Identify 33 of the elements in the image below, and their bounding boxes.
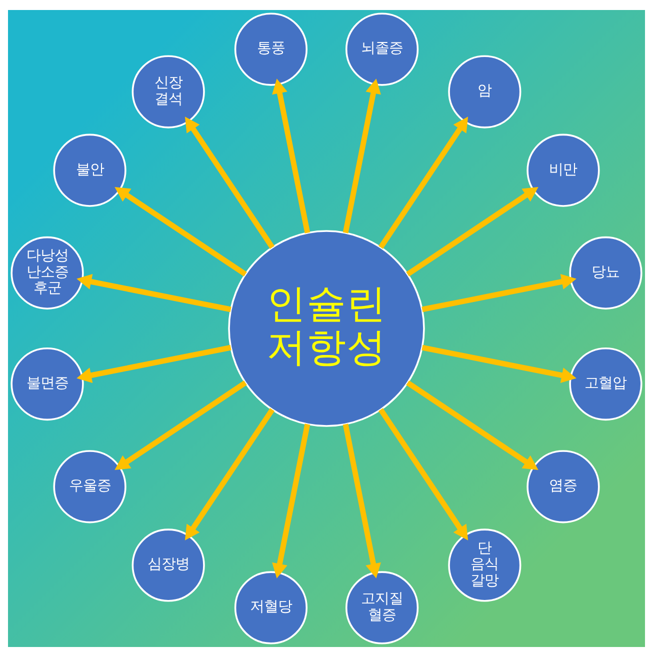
node-circle: 비만 [526, 134, 600, 207]
node-circle: 당뇨 [569, 236, 642, 310]
arrow [406, 380, 538, 470]
arrow [114, 380, 247, 470]
node-circle: 단 음식 갈망 [448, 528, 522, 602]
arrow [422, 344, 576, 383]
arrow [184, 116, 275, 249]
node-circle: 염증 [526, 450, 600, 524]
node-circle: 저혈당 [234, 571, 308, 644]
arrow [76, 344, 232, 383]
node-circle: 암 [448, 55, 522, 128]
arrow [378, 116, 468, 249]
arrow [272, 424, 310, 578]
arrow [422, 274, 576, 312]
node-circle: 다낭성 난소증 후군 [10, 236, 84, 310]
node-circle: 불면증 [10, 347, 84, 421]
arrow [378, 408, 468, 540]
arrow [342, 424, 381, 578]
node-circle: 인슐린 저항성 [228, 230, 425, 427]
arrow [76, 274, 232, 312]
arrow [342, 78, 381, 234]
node-circle: 우울증 [53, 450, 126, 524]
arrow [406, 186, 538, 277]
node-circle: 고혈압 [569, 347, 642, 421]
arrow [184, 408, 275, 540]
node-circle: 뇌졸증 [345, 12, 419, 86]
node-circle: 신장 결석 [132, 55, 205, 128]
node-circle: 고지질 혈증 [345, 571, 419, 644]
arrow [272, 78, 310, 234]
node-circle: 불안 [53, 134, 126, 207]
arrow [114, 186, 247, 277]
node-circle: 통풍 [234, 12, 308, 86]
node-circle: 심장병 [132, 528, 205, 602]
